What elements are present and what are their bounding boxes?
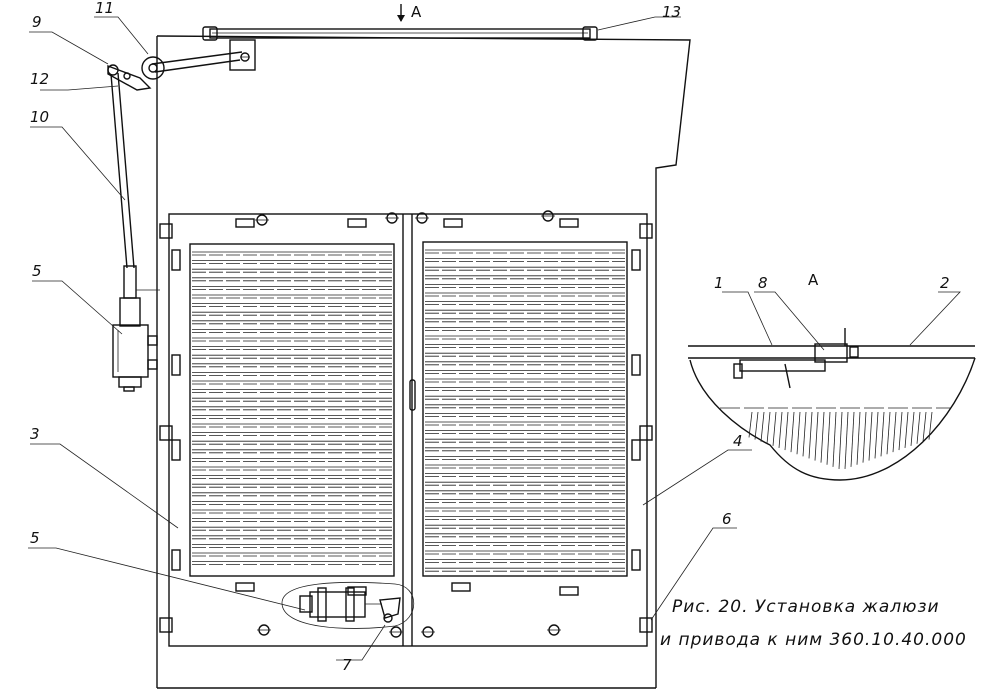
frame-slot (171, 249, 181, 271)
frame-slot (171, 354, 181, 376)
section-hatch-line (856, 411, 861, 465)
frame-slot (451, 582, 471, 592)
callout-5-lower: 5 (30, 529, 40, 547)
section-hatch-line (874, 411, 879, 459)
hinge-block (639, 425, 653, 441)
section-hatch-line (898, 411, 903, 451)
leader-lines (28, 16, 961, 661)
section-hatch-line (784, 411, 789, 451)
hinge-block (639, 223, 653, 239)
section-hatch-line (844, 411, 849, 469)
hinge-block (159, 223, 173, 239)
frame-slot (235, 218, 255, 228)
section-hatch-line (910, 411, 915, 446)
frame-slot (235, 582, 255, 592)
section-hatch-line (778, 411, 783, 448)
section-hatch-line (826, 411, 831, 465)
callout-12: 12 (30, 70, 49, 88)
section-hatch-line (892, 411, 897, 453)
callout-13: 13 (662, 3, 681, 21)
section-hatch-line (922, 411, 927, 442)
hinge-block (639, 617, 653, 633)
frame-slot (631, 439, 641, 461)
callout-10: 10 (30, 108, 49, 126)
caption-line-2: и привода к ним 360.10.40.000 (660, 630, 967, 650)
actuator-cylinder-upper (112, 297, 158, 392)
hinge-block (159, 617, 173, 633)
section-hatch-line (880, 411, 885, 457)
right-shutter (422, 241, 628, 577)
section-hatch-line (760, 411, 765, 442)
section-hatch-line (802, 411, 807, 457)
callout-3: 3 (30, 425, 40, 443)
callout-2: 2 (940, 274, 950, 292)
frame-slots (159, 218, 653, 633)
section-hatch-line (814, 411, 819, 461)
section-hatch-line (832, 411, 837, 467)
actuator-cylinder-lower (281, 581, 415, 629)
section-hatch-line (772, 411, 777, 446)
frame-bolts (255, 210, 561, 638)
linkage (107, 51, 243, 91)
callout-7: 7 (342, 656, 352, 674)
section-hatch-line (748, 411, 753, 438)
frame-slot (559, 218, 579, 228)
frame-slot (559, 586, 579, 596)
section-hatch-line (886, 411, 891, 455)
frame-slot (347, 218, 367, 228)
callout-11: 11 (95, 0, 114, 17)
section-hatch-line (850, 411, 855, 467)
callout-9: 9 (32, 13, 42, 31)
section-hatch-line (766, 411, 771, 444)
callout-6: 6 (722, 510, 732, 528)
section-hatch-line (904, 411, 909, 448)
frame-slot (631, 249, 641, 271)
frame-slot (631, 354, 641, 376)
callout-8: 8 (758, 274, 768, 292)
section-hatch-line (868, 411, 873, 461)
frame-slot (347, 586, 367, 596)
hinge-block (159, 425, 173, 441)
callout-1: 1 (714, 274, 724, 292)
callout-5-upper: 5 (32, 262, 42, 280)
detail-title: A (808, 271, 819, 289)
frame-slot (443, 218, 463, 228)
section-hatch-line (820, 411, 825, 463)
louver-frame (168, 213, 648, 647)
callout-4: 4 (733, 432, 743, 450)
section-hatch-line (808, 411, 813, 459)
section-hatch-line (862, 411, 867, 463)
section-hatch-line (916, 411, 921, 444)
section-hatch-line (838, 411, 843, 469)
frame-slot (171, 439, 181, 461)
section-hatch-line (796, 411, 801, 455)
section-hatch-line (928, 411, 933, 440)
view-marker-label: A (411, 3, 422, 21)
view-arrow: A (397, 3, 422, 22)
frame-slot (631, 549, 641, 571)
section-hatch-line (754, 411, 759, 440)
callouts: 9 11 12 10 5 3 5 13 4 6 7 1 8 2 (30, 0, 950, 674)
top-rod (202, 26, 598, 71)
detail-view-a: A (688, 271, 976, 481)
section-hatch-line (790, 411, 795, 453)
left-shutter (189, 243, 395, 577)
caption-line-1: Рис. 20. Установка жалюзи (672, 597, 940, 617)
link-rod (110, 72, 160, 299)
frame-slot (171, 549, 181, 571)
